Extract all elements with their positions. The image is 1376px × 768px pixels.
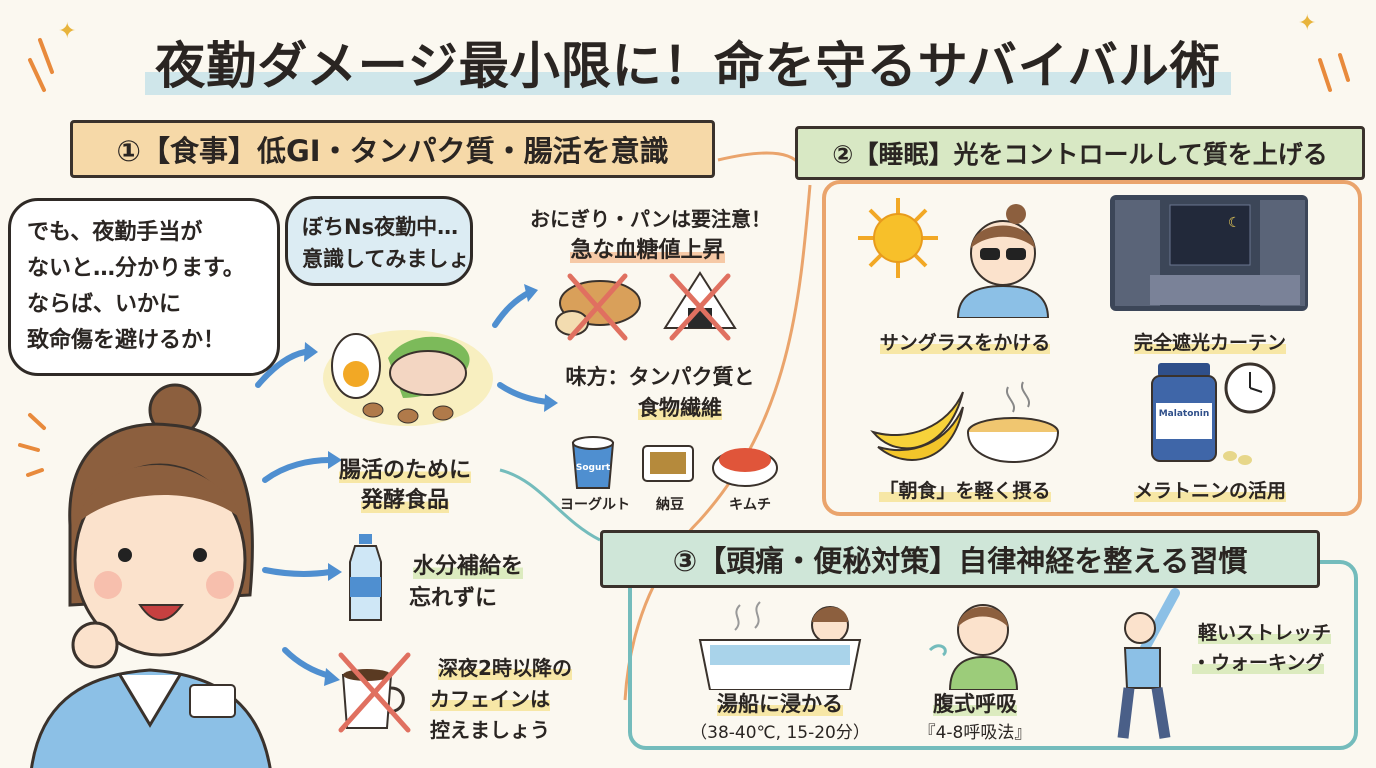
bath-label: 湯船に浸かる xyxy=(700,688,860,718)
water-label-1: 水分補給を xyxy=(412,554,523,579)
breakfast-label: 「朝食」を軽く摂る xyxy=(855,476,1075,503)
natto-caption: 納豆 xyxy=(656,497,684,513)
blood-sugar-label: 急な血糖値上昇 xyxy=(570,238,725,263)
fiber-label: 食物繊維 xyxy=(638,396,722,420)
nurse-illustration xyxy=(30,383,272,768)
bread-onigiri-crossed-icon xyxy=(555,271,737,341)
sleep-section xyxy=(822,180,1362,516)
ferment-label-2: 発酵食品 xyxy=(360,488,449,513)
bubble-line: 致命傷を避けるか！ xyxy=(27,328,226,353)
water-text-2: 忘れずに xyxy=(408,586,497,611)
yogurt-caption: ヨーグルト xyxy=(560,497,630,513)
coffee-crossed-icon xyxy=(338,652,411,733)
section1-banner-text: ①【食事】低GI・タンパク質・腸活を意識 xyxy=(116,134,669,168)
curtain-label: 完全遮光カーテン xyxy=(1100,328,1320,355)
protein-food-illustration xyxy=(323,330,493,426)
svg-text:✦: ✦ xyxy=(58,19,76,44)
bubble-line: ないと…分かります。 xyxy=(27,256,245,281)
yogurt-label: Sogurt xyxy=(576,463,611,473)
svg-text:✦: ✦ xyxy=(1298,11,1316,36)
caffeine-text-1: 深夜2時以降の xyxy=(425,652,585,681)
bath-detail: （38-40℃, 15-20分） xyxy=(690,723,870,743)
caution-text: おにぎり・パンは要注意！ xyxy=(530,207,771,231)
fiber-text: 食物繊維 xyxy=(610,392,750,422)
blood-sugar-text: 急な血糖値上昇 xyxy=(530,232,765,264)
bubble-line: ぼちNs夜勤中… xyxy=(302,215,459,239)
fermented-foods-illustration: Sogurt xyxy=(571,436,778,489)
page-title: 夜勤ダメージ最小限に！命を守るサバイバル術 xyxy=(0,26,1376,98)
breath-label: 腹式呼吸 xyxy=(910,688,1040,718)
breath-label-text: 腹式呼吸 xyxy=(933,692,1017,716)
caffeine-text-3: 控えましょう xyxy=(430,718,550,742)
stretch-label-1: 軽いストレッチ xyxy=(1197,622,1331,644)
curtain-label-text: 完全遮光カーテン xyxy=(1133,332,1286,354)
ally-text: 味方：タンパク質と xyxy=(555,361,765,391)
caffeine-text-2: カフェインは xyxy=(425,683,555,712)
water-text-1: 水分補給を xyxy=(398,548,538,580)
stretch-label-2: ・ウォーキング xyxy=(1192,652,1325,674)
nurse-speech-bubble: でも、夜勤手当が ないと…分かります。 ならば、いかに 致命傷を避けるか！ xyxy=(8,198,280,376)
sun-sunglasses-illustration xyxy=(858,198,1050,318)
sunglasses-label: サングラスをかける xyxy=(855,328,1075,355)
banana-soup-illustration xyxy=(870,381,1059,463)
section3-banner: ③【頭痛・便秘対策】自律神経を整える習慣 xyxy=(600,530,1320,588)
ferment-label-1: 腸活のために xyxy=(338,458,471,483)
breath-detail: 『4-8呼吸法』 xyxy=(918,723,1032,743)
bubble-line: でも、夜勤手当が xyxy=(27,220,203,245)
stretch-text-1: 軽いストレッチ xyxy=(1192,618,1337,645)
kimchi-caption: キムチ xyxy=(729,497,771,513)
melatonin-label-text: メラトニンの活用 xyxy=(1133,480,1286,502)
section2-banner: ②【睡眠】光をコントロールして質を上げる xyxy=(795,126,1365,180)
sunglasses-label-text: サングラスをかける xyxy=(879,332,1051,354)
section1-banner: ①【食事】低GI・タンパク質・腸活を意識 xyxy=(70,120,715,178)
bath-label-text: 湯船に浸かる xyxy=(717,692,843,716)
ally-label: 味方：タンパク質と xyxy=(565,365,755,389)
breakfast-label-text: 「朝食」を軽く摂る xyxy=(879,480,1051,502)
ferment-text-1: 腸活のために xyxy=(330,452,480,484)
blackout-curtain-illustration: ☾ xyxy=(1110,195,1308,311)
melatonin-clock-illustration: Malatonin xyxy=(1151,362,1276,465)
bottle-label: Malatonin xyxy=(1159,409,1210,419)
bubble-line: 意識してみましょ xyxy=(302,247,470,271)
ferment-text-2: 発酵食品 xyxy=(330,482,480,514)
caffeine-label-1: 深夜2時以降の xyxy=(438,656,572,680)
stretch-text-2: ・ウォーキング xyxy=(1192,648,1325,675)
section2-banner-text: ②【睡眠】光をコントロールして質を上げる xyxy=(832,140,1328,169)
section3-banner-text: ③【頭痛・便秘対策】自律神経を整える習慣 xyxy=(672,544,1248,578)
blog-speech-bubble: ぼちNs夜勤中… 意識してみましょ xyxy=(285,196,473,286)
water-bottle-icon xyxy=(349,534,382,621)
svg-text:☾: ☾ xyxy=(1228,215,1241,231)
bubble-line: ならば、いかに xyxy=(27,292,182,317)
caffeine-label-2: カフェインは xyxy=(430,687,550,711)
breathing-person-illustration xyxy=(928,604,1019,690)
stretching-person-illustration xyxy=(1117,588,1180,739)
bath-illustration xyxy=(698,601,862,690)
melatonin-label: メラトニンの活用 xyxy=(1100,476,1320,503)
